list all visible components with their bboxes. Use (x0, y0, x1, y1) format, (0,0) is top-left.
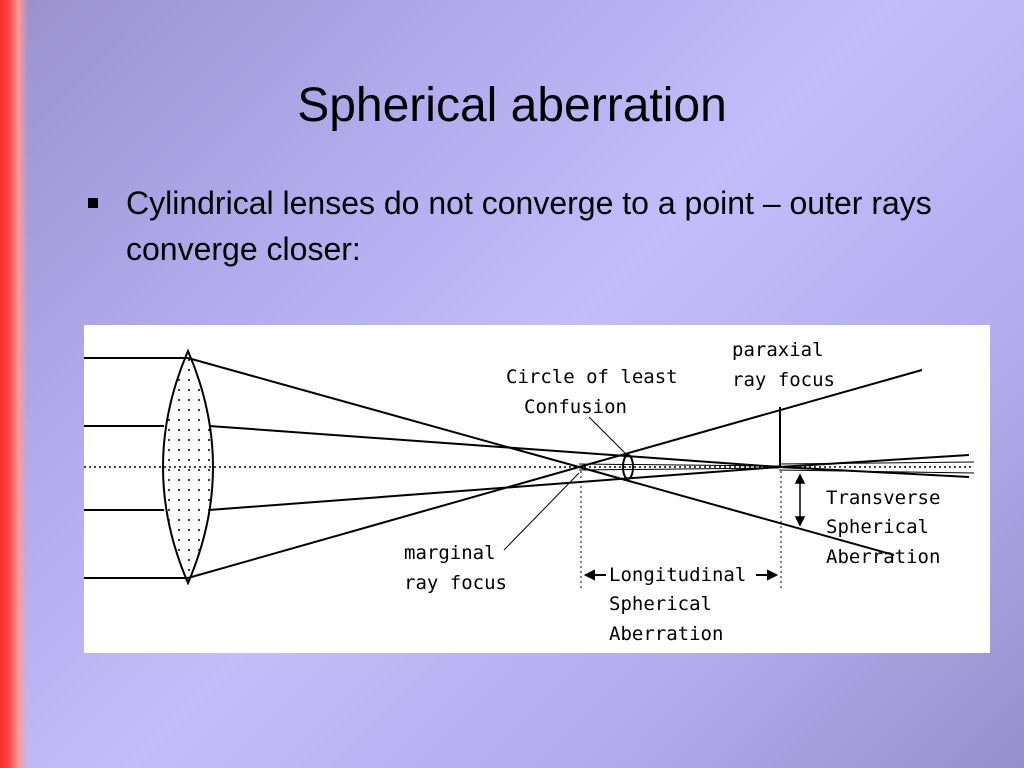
label-marginal-2: ray focus (404, 572, 507, 594)
spherical-aberration-diagram: Circle of least Confusion paraxial ray f… (84, 325, 990, 653)
lens-shape (162, 348, 214, 586)
label-longitudinal-3: Aberration (609, 623, 723, 645)
marginal-leader-line (503, 472, 580, 551)
circle-leader-line (588, 416, 629, 457)
circle-of-least-confusion (622, 454, 634, 480)
longitudinal-left-arrow-icon (583, 569, 606, 581)
transverse-arrow-icon (794, 473, 806, 527)
label-circle-of-least-1: Circle of least (506, 366, 678, 388)
label-longitudinal-2: Spherical (609, 593, 712, 615)
label-transverse-1: Transverse (826, 487, 940, 509)
label-paraxial-1: paraxial (732, 339, 824, 361)
label-longitudinal-1: Longitudinal (609, 564, 746, 586)
label-marginal-1: marginal (404, 542, 496, 564)
label-transverse-3: Aberration (826, 546, 940, 568)
label-paraxial-2: ray focus (732, 369, 835, 391)
longitudinal-right-arrow-icon (756, 569, 779, 581)
incoming-rays (84, 357, 188, 579)
label-transverse-2: Spherical (826, 516, 929, 538)
slide-title: Spherical aberration (297, 79, 727, 132)
square-bullet-icon (88, 198, 98, 208)
label-circle-of-least-2: Confusion (524, 396, 627, 418)
diagram-svg: Circle of least Confusion paraxial ray f… (84, 339, 975, 645)
left-edge-accent (0, 0, 28, 768)
bullet-text: Cylindrical lenses do not converge to a … (126, 185, 932, 267)
focal-bundle (578, 461, 975, 474)
refracted-rays (187, 357, 970, 579)
